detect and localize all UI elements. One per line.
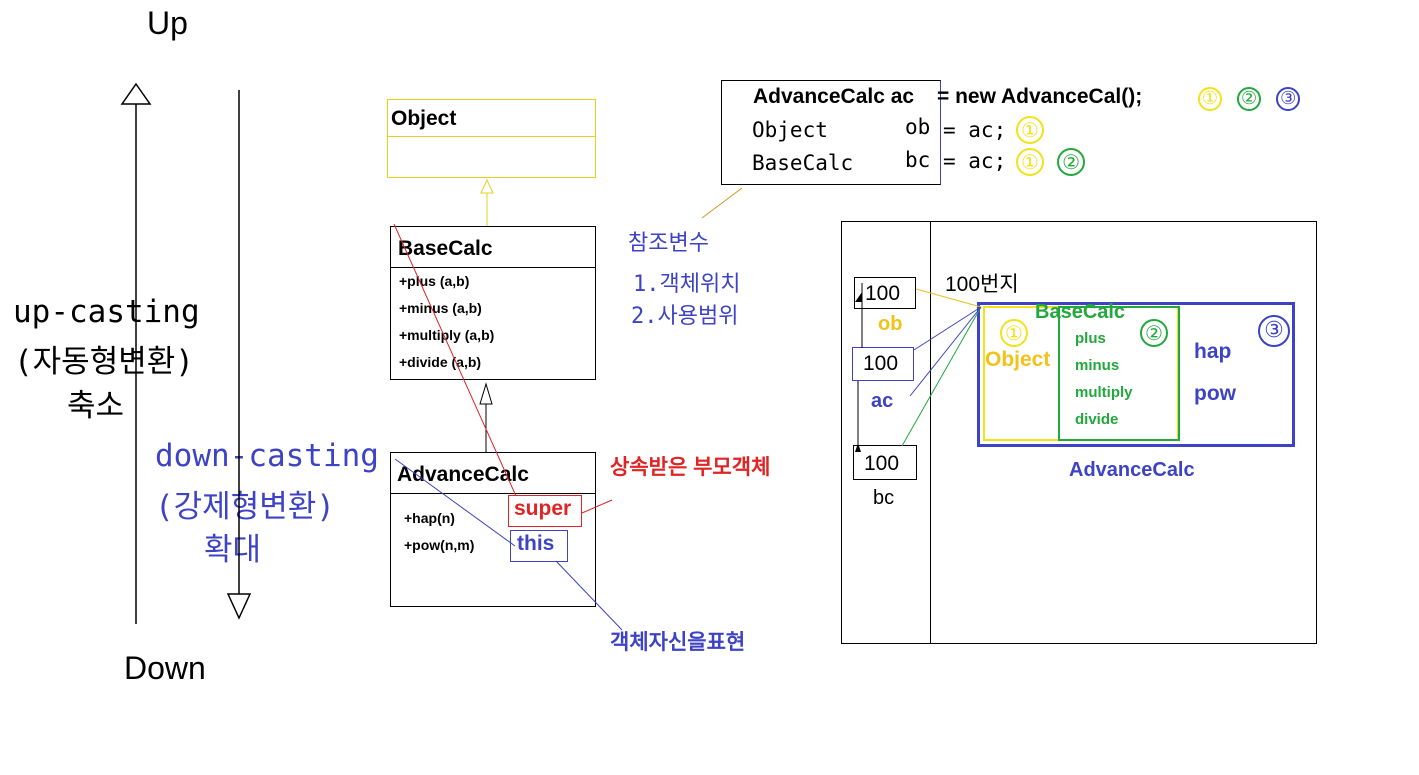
- member-plus: plus: [1075, 330, 1106, 347]
- ob-ref-value: 100: [865, 282, 901, 305]
- ac-ref-label: ac: [871, 390, 894, 412]
- mem-circle-1: ①: [1000, 319, 1028, 347]
- down-casting-sub-label: (강제형변환): [155, 489, 335, 525]
- object-class-name: Object: [391, 107, 457, 130]
- ob-ref-label: ob: [878, 313, 903, 335]
- code-line3-var: bc: [905, 148, 931, 172]
- basecalc-part-box: [1058, 306, 1180, 441]
- circle-2-icon: ②: [1237, 87, 1262, 111]
- code-line2-var: ob: [905, 115, 931, 139]
- circle-1-icon: ①: [1198, 87, 1222, 111]
- up-casting-label: up-casting: [13, 294, 200, 330]
- object-part-label: Object: [985, 348, 1051, 371]
- this-keyword-label: this: [517, 532, 555, 555]
- address-label: 100번지: [945, 273, 1019, 296]
- advancecalc-class-name: AdvanceCalc: [397, 463, 529, 486]
- circle-1-icon: ①: [1016, 148, 1044, 176]
- code-box: [721, 80, 941, 185]
- bc-ref-label: bc: [873, 487, 895, 509]
- bc-ref-box: [853, 445, 917, 480]
- down-casting-expand-label: 확대: [204, 532, 262, 568]
- memory-stack-divider: [930, 221, 931, 644]
- advancecalc-method-pow: +pow(n,m): [404, 537, 475, 553]
- basecalc-part-label: BaseCalc: [1035, 301, 1126, 323]
- code-line2-type: Object: [752, 118, 828, 142]
- ref-note-item2: 2.사용범위: [631, 304, 739, 329]
- ac-ref-value: 100: [863, 352, 899, 375]
- up-casting-shrink-label: 축소: [67, 388, 125, 424]
- up-casting-sub-label: (자동형변환): [14, 344, 194, 380]
- basecalc-method-divide: +divide (a,b): [399, 354, 482, 370]
- ref-note-item1: 1.객체위치: [633, 272, 741, 297]
- mem-circle-2: ②: [1140, 319, 1168, 347]
- code-line2-circles: ①: [1016, 116, 1044, 144]
- basecalc-method-multiply: +multiply (a,b): [399, 327, 495, 343]
- member-hap: hap: [1194, 340, 1232, 363]
- super-keyword-box: [508, 495, 582, 527]
- circle-1-icon: ①: [1016, 116, 1044, 144]
- down-casting-label: down-casting: [155, 438, 379, 474]
- memory-frame: [841, 221, 1317, 644]
- code-line3-rest: = ac;: [943, 149, 1007, 173]
- mem-circle-3: ③: [1258, 315, 1290, 347]
- circle-2-icon: ②: [1057, 148, 1086, 176]
- this-note-label: 객체자신을표현: [610, 631, 746, 654]
- ref-note-title: 참조변수: [628, 231, 709, 256]
- code-line3-type: BaseCalc: [752, 151, 854, 175]
- circle-1-icon: ①: [1000, 319, 1028, 347]
- code-line3-circles: ① ②: [1016, 148, 1086, 176]
- code-line1-circles: ① ② ③: [1198, 87, 1301, 111]
- basecalc-class-name: BaseCalc: [398, 237, 493, 260]
- code-line1-type: AdvanceCalc ac: [753, 85, 915, 108]
- ob-ref-box: [854, 277, 916, 309]
- advancecalc-instance-label: AdvanceCalc: [1069, 459, 1195, 481]
- circle-2-icon: ②: [1140, 319, 1168, 347]
- member-minus: minus: [1075, 357, 1120, 374]
- circle-3-icon: ③: [1276, 87, 1301, 111]
- super-keyword-label: super: [514, 497, 572, 520]
- member-multiply: multiply: [1075, 384, 1133, 401]
- object-class-box: [387, 99, 596, 178]
- code-line2-rest: = ac;: [943, 118, 1007, 142]
- basecalc-method-minus: +minus (a,b): [399, 300, 482, 316]
- up-label: Up: [147, 5, 188, 41]
- member-pow: pow: [1194, 382, 1236, 405]
- down-label: Down: [124, 650, 206, 686]
- circle-3-icon: ③: [1258, 315, 1290, 347]
- member-divide: divide: [1075, 411, 1119, 428]
- code-line1-rest: = new AdvanceCal();: [937, 85, 1143, 108]
- basecalc-method-plus: +plus (a,b): [399, 273, 470, 289]
- advancecalc-method-hap: +hap(n): [404, 510, 455, 526]
- bc-ref-value: 100: [864, 452, 900, 475]
- super-note-label: 상속받은 부모객체: [610, 456, 771, 479]
